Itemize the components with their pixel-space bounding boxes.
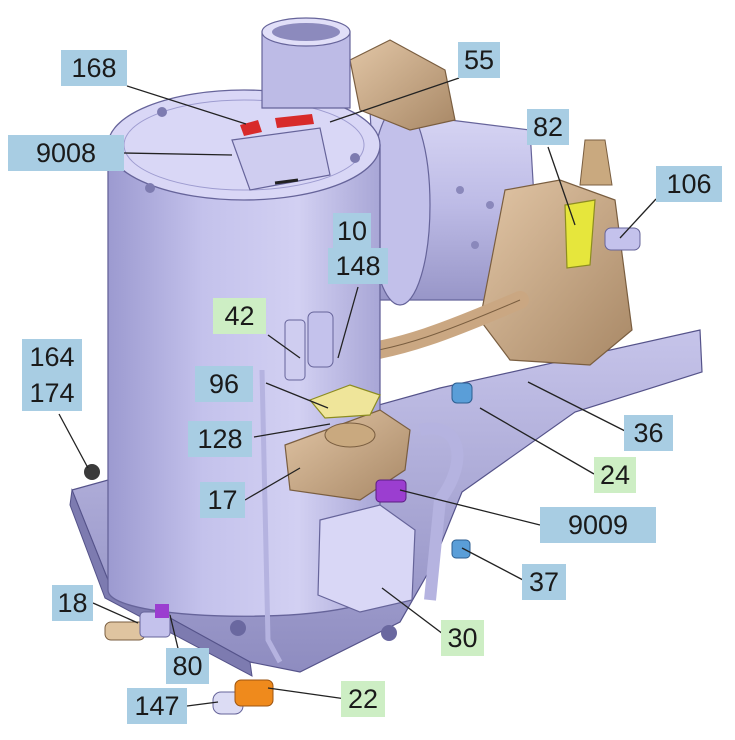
outlet-fitting: [104, 604, 171, 641]
suction-hose: [418, 422, 464, 601]
part-label-30: 30: [441, 620, 484, 656]
fuel-line: [259, 369, 283, 664]
inlet-fitting: [212, 679, 274, 715]
blue-fitting: [451, 382, 473, 404]
control-box: [231, 114, 331, 191]
part-label-9009: 9009: [540, 507, 656, 543]
brass-fitting-top: [349, 39, 456, 131]
part-label-36: 36: [624, 415, 673, 451]
part-label-148: 148: [328, 248, 388, 284]
part-label-174: 174: [22, 375, 82, 411]
part-label-55: 55: [458, 42, 500, 78]
leader-lines: [58, 77, 657, 707]
float-valve-cover: [308, 384, 381, 419]
part-label-37: 37: [522, 564, 566, 600]
part-label-168: 168: [61, 50, 127, 86]
exhaust-chimney: [261, 17, 351, 109]
part-label-82: 82: [527, 109, 569, 145]
part-label-17: 17: [200, 482, 245, 518]
solenoid-valve: [284, 311, 334, 381]
part-label-128: 128: [188, 421, 252, 457]
fuel-tank: [317, 504, 416, 613]
part-label-96: 96: [195, 366, 253, 402]
part-label-147: 147: [127, 688, 187, 724]
part-label-164: 164: [22, 339, 82, 375]
part-label-18: 18: [52, 585, 93, 621]
water-tank: [284, 409, 411, 501]
part-label-22: 22: [341, 681, 385, 717]
part-label-9008: 9008: [8, 135, 124, 171]
part-label-42: 42: [213, 298, 266, 334]
part-label-106: 106: [656, 166, 722, 202]
part-label-24: 24: [594, 457, 636, 493]
part-label-10: 10: [333, 213, 371, 249]
small-screw: [84, 464, 100, 480]
blue-fitting-lower: [451, 539, 471, 559]
part-label-80: 80: [166, 648, 209, 684]
